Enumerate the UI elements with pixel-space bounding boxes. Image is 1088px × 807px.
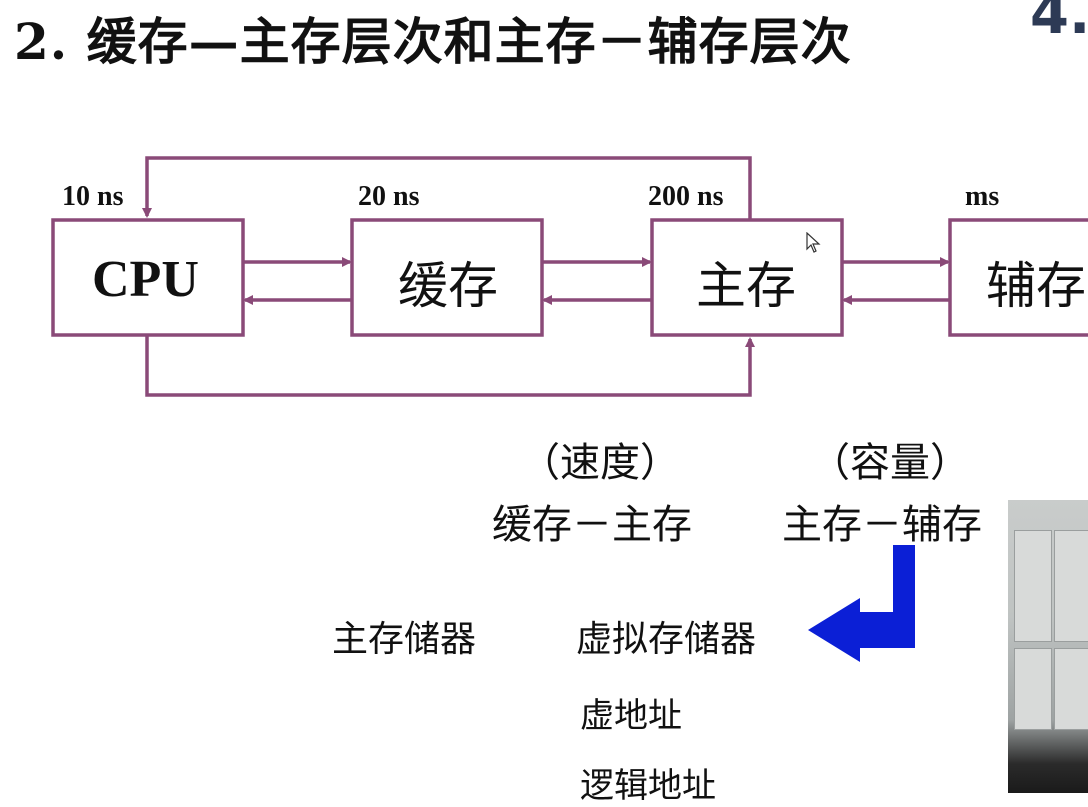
cache-box <box>350 218 544 337</box>
latency-cache: 20 ns <box>358 181 420 212</box>
main-memory-label: 主存 <box>696 257 796 315</box>
aux-memory-label: 辅存 <box>986 257 1086 315</box>
latency-aux: ms <box>965 181 1000 212</box>
arrow-cpu-to-main-bottom <box>145 335 755 397</box>
presenter-video-overlay <box>1008 500 1088 793</box>
virtual-address-text: 虚地址 <box>580 696 682 736</box>
capacity-label: （容量） <box>810 440 970 486</box>
blue-arrow-icon <box>808 545 915 662</box>
cpu-label: CPU <box>92 251 199 308</box>
cache-label: 缓存 <box>398 257 498 315</box>
main-memory-text: 主存储器 <box>332 619 477 660</box>
arrow-main-to-cpu-top <box>142 156 752 220</box>
slide-number-fragment: 4. <box>1030 0 1088 47</box>
main-aux-label: 主存－辅存 <box>782 502 982 548</box>
latency-main: 200 ns <box>648 181 724 212</box>
aux-memory-box <box>948 218 1088 337</box>
speed-label: （速度） <box>520 440 680 486</box>
latency-cpu: 10 ns <box>62 181 124 212</box>
slide-title: 2. 缓存—主存层次和主存－辅存层次 <box>14 12 852 71</box>
virtual-memory-text: 虚拟存储器 <box>576 619 757 660</box>
logical-address-text: 逻辑地址 <box>580 766 716 806</box>
mouse-cursor-icon <box>806 232 821 253</box>
cache-main-label: 缓存－主存 <box>492 502 692 548</box>
